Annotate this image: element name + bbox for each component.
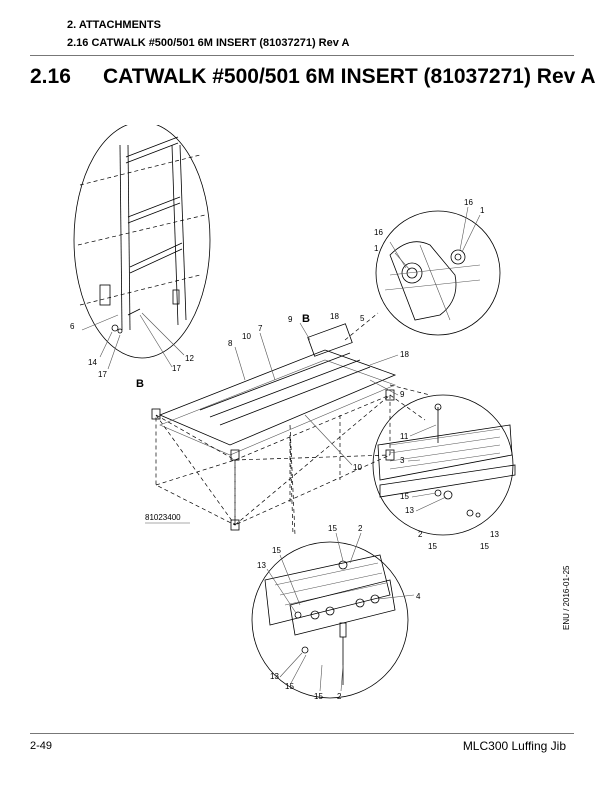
callout-8: 8 [228,339,233,348]
callout-5: 5 [360,314,365,323]
callout-13: 13 [257,561,266,570]
callout-17: 17 [172,364,181,373]
callout-9: 9 [288,315,293,324]
callout-b: B [302,313,310,325]
callout-15: 15 [285,682,294,691]
callout-14: 14 [88,358,97,367]
callout-4: 4 [416,592,421,601]
section-number: 2.16 [30,65,71,88]
callout-12: 12 [185,354,194,363]
callout-10: 10 [242,332,251,341]
detail-b-view: 6 14 17 17 12 B [70,125,211,390]
footer-rule [30,733,574,734]
callout-15: 15 [428,542,437,551]
page-title: CATWALK #500/501 6M INSERT (81037271) Re… [103,65,596,88]
callout-13: 13 [405,506,414,515]
product-name: MLC300 Luffing Jib [462,739,566,753]
splice-detail-view: 15 2 15 13 4 13 15 15 2 [251,524,421,701]
header-rule [30,55,574,56]
detail-b-label: B [136,378,144,390]
callout-18: 18 [400,350,409,359]
callout-15: 15 [328,524,337,533]
callout-15: 15 [480,542,489,551]
callout-10: 10 [353,463,362,472]
page-number: 2-49 [30,740,53,752]
callout-15: 15 [314,692,323,701]
callout-16: 16 [374,228,383,237]
callout-13: 13 [490,530,499,539]
callout-17: 17 [98,370,107,379]
callout-2: 2 [418,530,423,539]
grating-detail-view: 11 3 15 13 2 15 15 13 [372,394,516,551]
section-header: 2. ATTACHMENTS [67,19,161,31]
callout-1: 1 [480,206,485,215]
catwalk-assembly: 81023400 B 9 18 5 7 8 10 18 9 10 [145,312,431,536]
callout-6: 6 [70,322,75,331]
exploded-parts-diagram: 6 14 17 17 12 B 16 1 16 1 [70,125,516,701]
callout-1: 1 [374,244,379,253]
pin-detail-view: 16 1 16 1 [344,198,501,341]
drawing-number: 81023400 [145,513,181,522]
callout-13: 13 [270,672,279,681]
callout-16: 16 [464,198,473,207]
callout-15: 15 [400,492,409,501]
document-code: ENU / 2016-01-25 [562,565,571,630]
callout-11: 11 [400,432,409,441]
callout-7: 7 [258,324,263,333]
callout-2: 2 [337,692,342,701]
callout-9: 9 [400,390,405,399]
callout-18: 18 [330,312,339,321]
callout-2: 2 [358,524,363,533]
callout-15: 15 [272,546,281,555]
callout-3: 3 [400,456,405,465]
subsection-header: 2.16 CATWALK #500/501 6M INSERT (8103727… [67,37,350,49]
